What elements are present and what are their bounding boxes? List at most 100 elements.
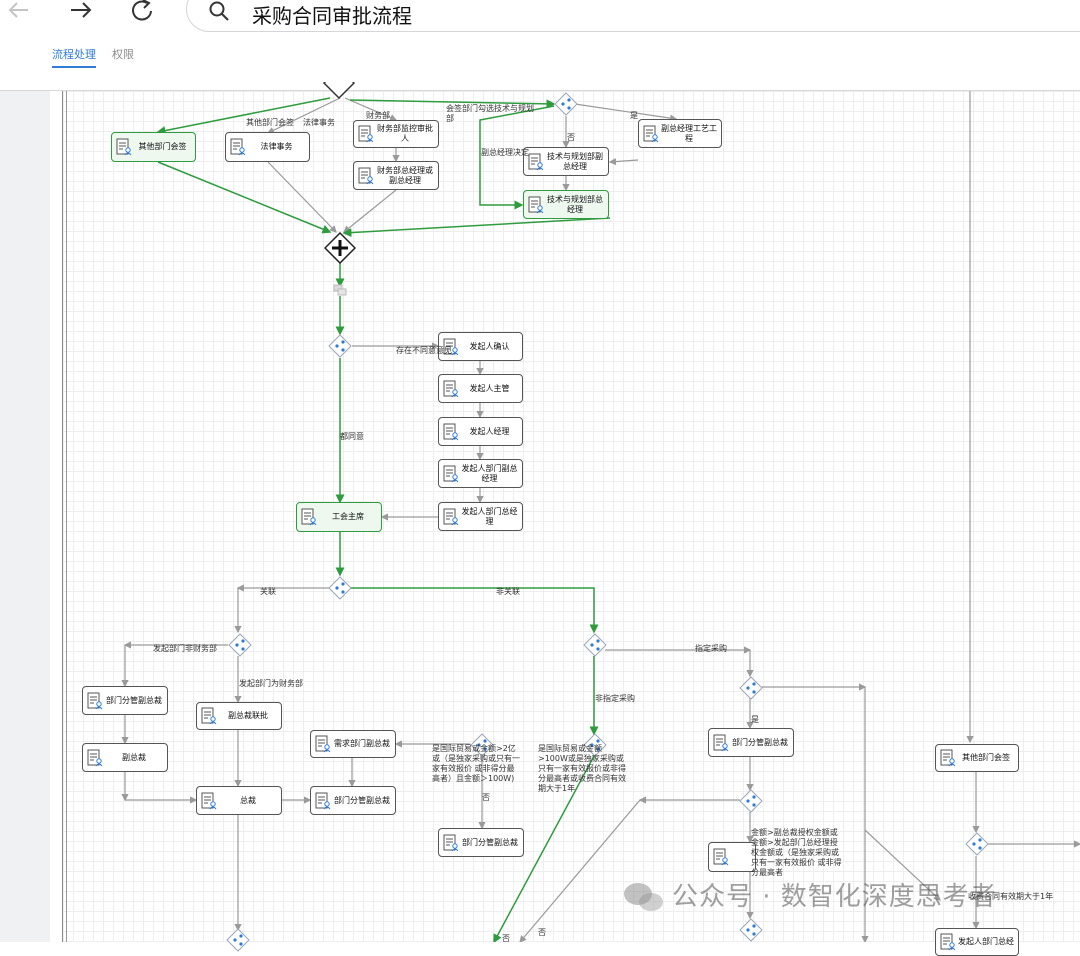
left-panel — [0, 91, 50, 942]
edge-label: 发起部门为财务部 — [239, 679, 303, 688]
task-node[interactable]: 技术与规划部副总经理 — [523, 147, 609, 176]
task-node[interactable]: 发起人部门总经理 — [438, 502, 523, 531]
user-task-icon — [713, 734, 729, 751]
edge-label: 是国际贸易或金额>2亿或（是独家采购或只有一家有效报价 或非得分最高者）且金额＞… — [432, 744, 520, 783]
edge-label: 非关联 — [496, 587, 520, 596]
user-task-icon — [116, 138, 132, 156]
edge-label: 存在不同意意见 — [396, 346, 452, 355]
task-node[interactable]: 总裁 — [196, 786, 282, 815]
exclusive-gateway-icon[interactable] — [583, 633, 607, 657]
task-node[interactable]: 技术与规划部总经理 — [523, 190, 609, 219]
header-divider — [0, 90, 1080, 91]
wechat-logo-icon — [624, 883, 663, 911]
exclusive-gateway-icon[interactable] — [583, 733, 607, 757]
edge-label: 否 — [502, 934, 510, 943]
exclusive-gateway-icon[interactable] — [739, 676, 763, 700]
edge-label: 指定采购 — [695, 644, 727, 653]
task-node[interactable]: 发起人经理 — [438, 417, 523, 446]
task-node[interactable]: 需求部门副总裁 — [310, 730, 396, 758]
task-node[interactable]: 副总裁联批 — [196, 702, 282, 730]
user-task-icon — [315, 735, 331, 753]
edge-label: 关联 — [260, 587, 276, 596]
edge-label: 发起部门非财务部 — [153, 644, 217, 653]
user-task-icon — [713, 848, 729, 866]
edge-label: 是 — [630, 111, 638, 120]
user-task-icon — [301, 508, 317, 526]
task-node[interactable]: 部门分管副总裁 — [310, 786, 396, 815]
edge-label: 是国际贸易或金额>100W或是独家采购或只有一家有效报价或非得分最高者或收费合同… — [538, 744, 626, 793]
user-task-icon — [358, 167, 374, 184]
user-task-icon — [443, 338, 459, 355]
user-task-icon — [87, 749, 103, 766]
user-task-icon — [443, 423, 459, 440]
forward-arrow-icon[interactable] — [66, 0, 96, 30]
task-node[interactable]: 其他部门会签 — [935, 744, 1019, 772]
task-node[interactable]: 部门分管副总裁 — [438, 828, 524, 857]
exclusive-gateway-icon[interactable] — [739, 789, 763, 813]
task-node[interactable]: 部门分管副总裁 — [82, 686, 168, 715]
edge-label: 法律事务 — [303, 118, 335, 127]
task-node[interactable]: 发起人主管 — [438, 374, 523, 403]
user-task-icon — [528, 153, 544, 170]
canvas-border — [66, 91, 67, 942]
edge-label: 非指定采购 — [595, 694, 635, 703]
address-bar[interactable] — [186, 0, 1080, 32]
edge-label: 否 — [567, 133, 575, 142]
exclusive-gateway-icon[interactable] — [226, 928, 250, 952]
task-node-partial[interactable] — [708, 842, 756, 872]
task-node[interactable]: 其他部门会签 — [111, 132, 196, 162]
reload-icon[interactable] — [128, 0, 158, 30]
task-node[interactable]: 部门分管副总裁 — [708, 728, 794, 757]
watermark: 公众号 · 数智化深度思考者 — [672, 882, 997, 912]
exclusive-gateway-icon[interactable] — [739, 918, 763, 942]
task-node[interactable]: 法律事务 — [225, 132, 310, 162]
parallel-join-gateway[interactable] — [324, 232, 356, 264]
search-icon — [209, 1, 229, 21]
task-node[interactable]: 财务部总经理或副总经理 — [353, 161, 439, 190]
user-task-icon — [643, 125, 659, 142]
task-node[interactable]: 财务部监控审批人 — [353, 120, 439, 148]
task-node[interactable]: 发起人部门总经 — [935, 928, 1019, 956]
back-arrow-icon[interactable] — [4, 0, 34, 30]
exclusive-gateway-icon[interactable] — [228, 633, 252, 657]
user-task-icon — [443, 834, 459, 851]
tab-flow-process[interactable]: 流程处理 — [52, 46, 96, 68]
exclusive-gateway-icon[interactable] — [554, 92, 578, 116]
edge-label: 财务部 — [366, 111, 390, 120]
edge-label: 都同意 — [340, 432, 364, 441]
task-node[interactable]: 副总裁 — [82, 743, 168, 772]
tab-permissions[interactable]: 权限 — [112, 48, 134, 61]
user-task-icon — [230, 138, 246, 156]
user-task-icon — [443, 380, 459, 397]
user-task-icon — [315, 792, 331, 809]
address-text[interactable]: 采购合同审批流程 — [252, 4, 412, 28]
edge-label: 其他部门会签 — [246, 118, 294, 127]
user-task-icon — [528, 196, 544, 213]
user-task-icon — [201, 707, 217, 725]
exclusive-gateway-icon[interactable] — [328, 576, 352, 600]
user-task-icon — [940, 933, 956, 951]
parallel-gateway[interactable] — [322, 82, 356, 100]
user-task-icon — [443, 508, 459, 525]
edge-label: 金额>副总裁授权金额或金额>发起部门总经理授权金额或（是独家采购或只有一家有效报… — [751, 828, 842, 877]
edge-label: 是 — [751, 715, 759, 724]
user-task-icon — [358, 125, 374, 143]
browser-toolbar: 采购合同审批流程 — [0, 0, 1080, 38]
user-task-icon — [940, 749, 956, 767]
user-task-icon — [87, 692, 103, 709]
edge-label: 否 — [482, 793, 490, 802]
edge-label: 否 — [538, 928, 546, 937]
small-flow-icon — [333, 284, 347, 296]
exclusive-gateway-icon[interactable] — [328, 334, 352, 358]
task-node[interactable]: 发起人确认 — [438, 332, 523, 361]
exclusive-gateway-icon[interactable] — [470, 733, 494, 757]
user-task-icon — [443, 465, 459, 482]
edge-label: 收费合同有效期大于1年 — [968, 892, 1054, 901]
task-node[interactable]: 发起人部门副总经理 — [438, 459, 523, 488]
exclusive-gateway-icon[interactable] — [965, 832, 989, 856]
user-task-icon — [201, 792, 217, 809]
task-node[interactable]: 工会主席 — [296, 502, 382, 532]
task-node[interactable]: 副总经理工艺工程 — [638, 119, 722, 148]
edge-label: 副总经理决定 — [481, 148, 529, 157]
